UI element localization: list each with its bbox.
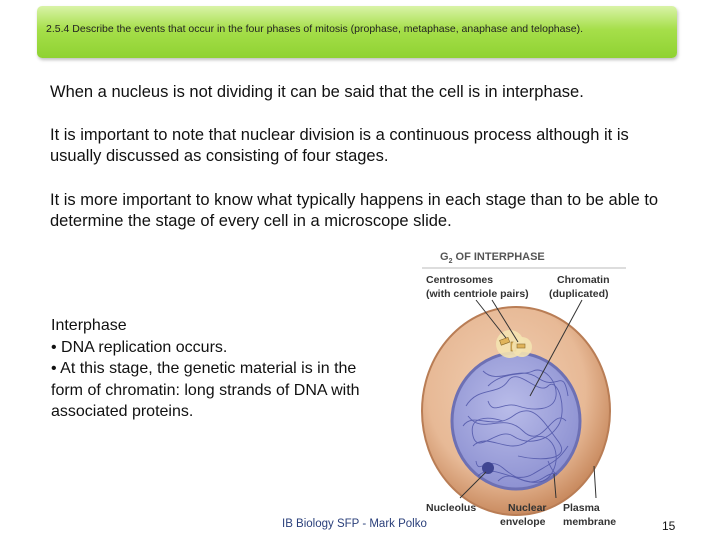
figure-title-rest: OF INTERPHASE — [452, 251, 544, 263]
interphase-heading: Interphase — [51, 317, 127, 334]
paragraph-stage-importance: It is more important to know what typica… — [50, 191, 659, 230]
paragraph-interphase-intro: When a nucleus is not dividing it can be… — [50, 83, 584, 101]
label-centrosomes-sub: (with centriole pairs) — [426, 288, 529, 300]
figure-title: G2 OF INTERPHASE — [440, 251, 545, 265]
label-nucleolus: Nucleolus — [426, 502, 477, 514]
title-banner: 2.5.4 Describe the events that occur in … — [37, 6, 677, 58]
slide-title: 2.5.4 Describe the events that occur in … — [46, 23, 583, 35]
cell-diagram: G2 OF INTERPHASE — [421, 251, 626, 516]
label-membrane: membrane — [563, 516, 617, 528]
label-chromatin-sub: (duplicated) — [549, 288, 609, 300]
bullet-dna-replication: • DNA replication occurs. — [51, 338, 228, 356]
footer-credit: IB Biology SFP - Mark Polko — [282, 518, 427, 530]
nucleolus — [482, 462, 494, 474]
interphase-notes: Interphase • DNA replication occurs. • A… — [51, 315, 361, 423]
centrosome-pair — [496, 330, 532, 358]
label-pointers — [459, 299, 597, 499]
page-number: 15 — [662, 519, 676, 533]
label-plasma: Plasma — [563, 502, 600, 514]
g2-interphase-figure: G2 OF INTERPHASE — [418, 246, 630, 532]
label-envelope: envelope — [500, 516, 546, 528]
paragraph-continuous-process: It is important to note that nuclear div… — [50, 126, 629, 165]
label-nuclear: Nuclear — [508, 502, 547, 514]
bullet-chromatin: • At this stage, the genetic material is… — [51, 360, 360, 420]
label-chromatin: Chromatin — [557, 274, 610, 286]
label-centrosomes: Centrosomes — [426, 274, 494, 286]
